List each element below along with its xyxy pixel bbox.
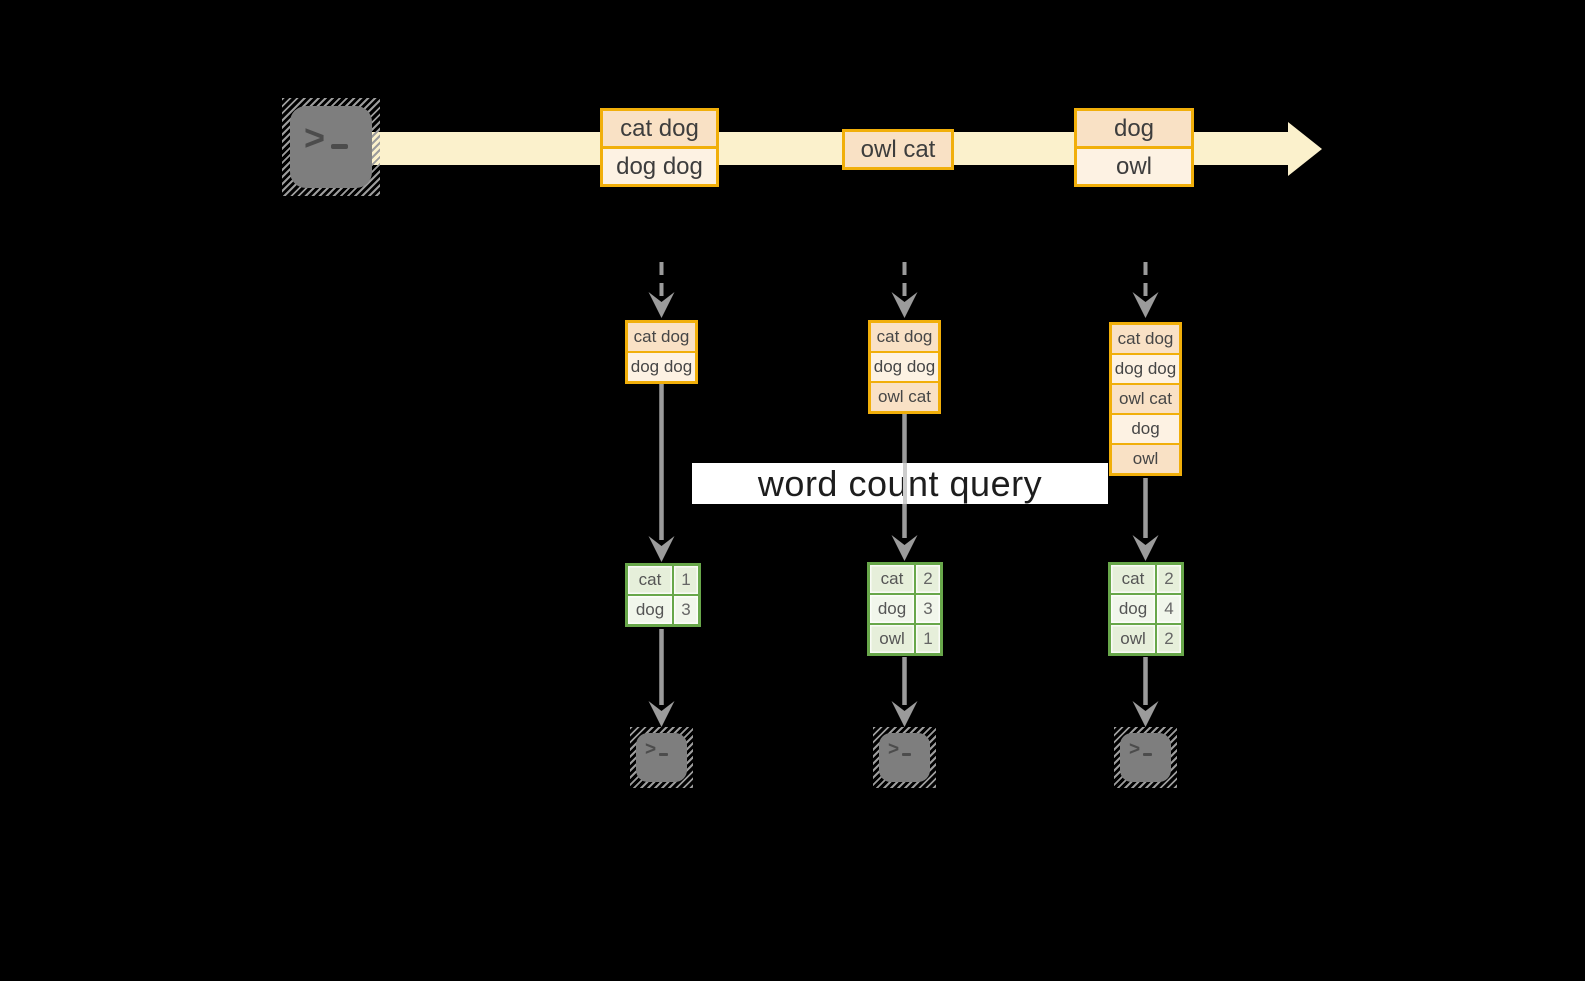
event-line: owl cat	[845, 132, 951, 167]
word-cell: cat	[870, 565, 914, 593]
query-arrow-col3	[1132, 478, 1159, 561]
count-cell: 2	[916, 565, 940, 593]
chevron-icon: >	[304, 117, 326, 158]
count-cell: 3	[674, 596, 698, 624]
state-line: cat dog	[871, 323, 938, 351]
query-arrow-col1	[648, 384, 675, 562]
terminal-screen: >	[1120, 733, 1171, 782]
stream-event-box-3: dog owl	[1074, 108, 1194, 187]
word-cell: owl	[1111, 625, 1155, 653]
word-cell: dog	[870, 595, 914, 623]
word-cell: cat	[1111, 565, 1155, 593]
sink-terminal-icon-1: >	[630, 727, 693, 788]
terminal-screen: >	[290, 106, 372, 188]
count-table-2: cat 2 dog 3 owl 1	[867, 562, 943, 656]
word-cell: cat	[628, 566, 672, 594]
count-cell: 2	[1157, 565, 1181, 593]
stream-event-box-2: owl cat	[842, 129, 954, 170]
event-line: dog dog	[603, 146, 716, 184]
cursor-bar-icon	[902, 753, 912, 756]
cursor-bar-icon	[659, 753, 669, 756]
dashed-arrow-col1	[648, 262, 675, 318]
word-cell: owl	[870, 625, 914, 653]
chevron-icon: >	[1129, 739, 1141, 760]
sink-arrow-col2	[891, 657, 918, 727]
chevron-icon: >	[888, 739, 900, 760]
cursor-bar-icon	[331, 144, 349, 149]
count-cell: 1	[916, 625, 940, 653]
state-line: dog dog	[871, 351, 938, 381]
sink-terminal-icon-3: >	[1114, 727, 1177, 788]
query-banner: word count query	[692, 463, 1108, 504]
state-line: cat dog	[1112, 325, 1179, 353]
arrow-through-banner	[903, 463, 907, 504]
event-line: cat dog	[603, 111, 716, 146]
prompt-icon: >	[1129, 739, 1153, 760]
terminal-screen: >	[879, 733, 930, 782]
source-terminal-icon: >	[282, 98, 380, 196]
sink-arrow-col1	[648, 629, 675, 727]
state-line: dog dog	[628, 351, 695, 381]
dashed-arrow-col3	[1132, 262, 1159, 318]
state-stack-2: cat dog dog dog owl cat	[868, 320, 941, 414]
count-table-1: cat 1 dog 3	[625, 563, 701, 627]
sink-arrow-col3	[1132, 657, 1159, 727]
count-cell: 1	[674, 566, 698, 594]
prompt-icon: >	[645, 739, 669, 760]
state-line: owl cat	[1112, 383, 1179, 413]
state-stack-3: cat dog dog dog owl cat dog owl	[1109, 322, 1182, 476]
state-line: owl	[1112, 443, 1179, 473]
state-line: cat dog	[628, 323, 695, 351]
count-table-3: cat 2 dog 4 owl 2	[1108, 562, 1184, 656]
sink-terminal-icon-2: >	[873, 727, 936, 788]
stream-event-box-1: cat dog dog dog	[600, 108, 719, 187]
count-cell: 4	[1157, 595, 1181, 623]
state-line: owl cat	[871, 381, 938, 411]
word-cell: dog	[628, 596, 672, 624]
state-line: dog	[1112, 413, 1179, 443]
event-line: dog	[1077, 111, 1191, 146]
chevron-icon: >	[645, 739, 657, 760]
prompt-icon: >	[888, 739, 912, 760]
event-line: owl	[1077, 146, 1191, 184]
count-cell: 3	[916, 595, 940, 623]
word-cell: dog	[1111, 595, 1155, 623]
state-line: dog dog	[1112, 353, 1179, 383]
prompt-icon: >	[304, 117, 349, 158]
count-cell: 2	[1157, 625, 1181, 653]
cursor-bar-icon	[1143, 753, 1153, 756]
dashed-arrow-col2	[891, 262, 918, 318]
state-stack-1: cat dog dog dog	[625, 320, 698, 384]
terminal-screen: >	[636, 733, 687, 782]
